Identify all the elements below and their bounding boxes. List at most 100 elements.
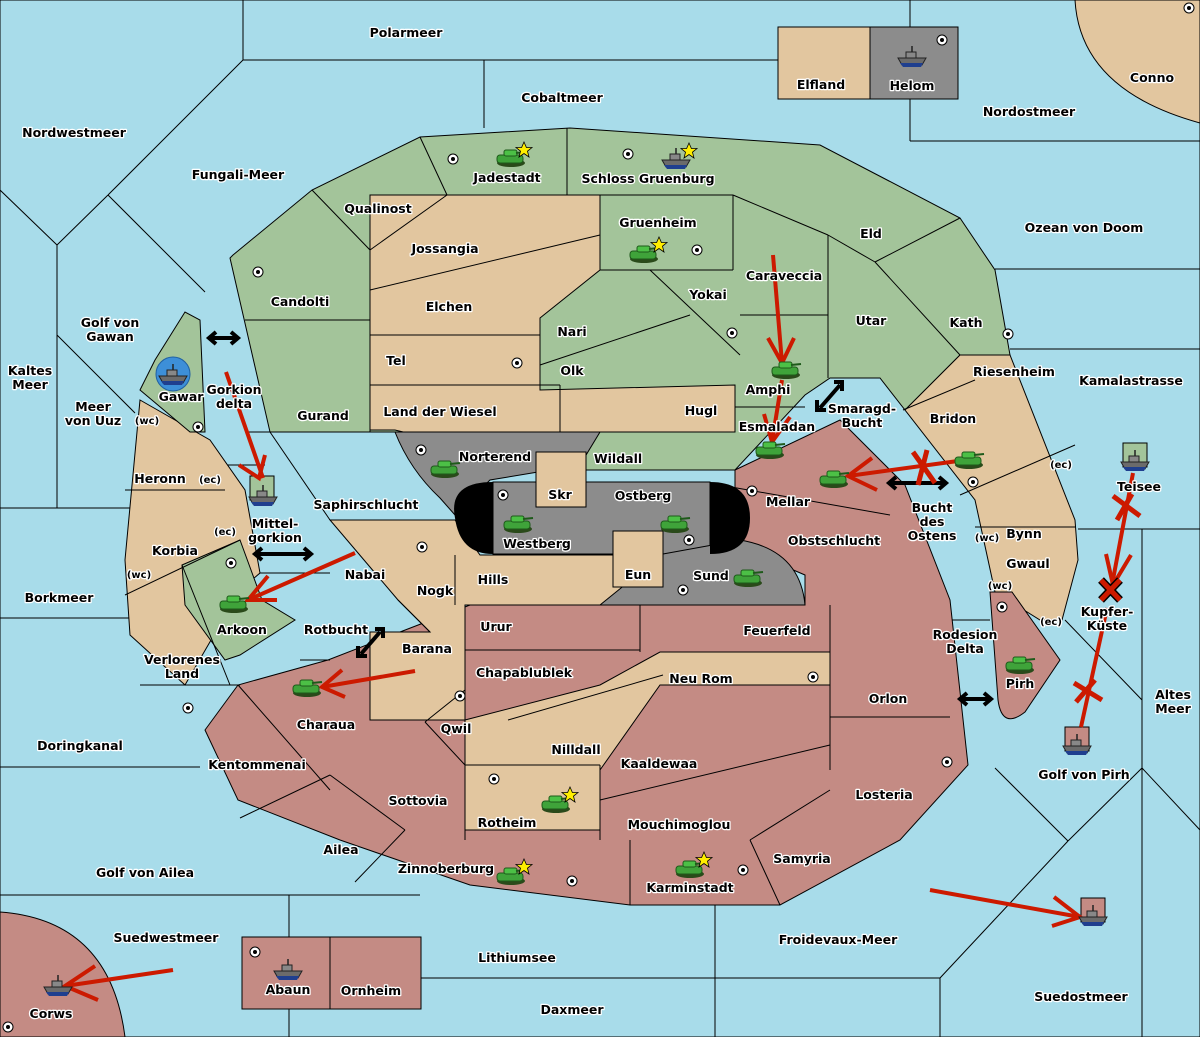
label-rodesion-delta-2: Delta [946, 641, 984, 656]
label-fungali-meer: Fungali-Meer [192, 167, 285, 182]
label-helom: Helom [890, 78, 935, 93]
label-elfland: Elfland [797, 77, 845, 92]
province-conno[interactable] [1074, 0, 1200, 124]
label-jossangia: Jossangia [410, 241, 478, 256]
label-golf-von-pirh: Golf von Pirh [1038, 767, 1129, 782]
double-arrow-icon [956, 691, 995, 707]
province-elfland[interactable] [777, 26, 871, 100]
label-kaaldewaa: Kaaldewaa [621, 756, 698, 771]
label-orlon: Orlon [869, 691, 908, 706]
label-neu-rom: Neu Rom [669, 671, 732, 686]
label-meer-von-uuz-1: Meer [75, 399, 111, 414]
label-pirh: Pirh [1006, 676, 1035, 691]
province-labels: Jadestadt Schloss Gruenburg Qualinost Gr… [28, 69, 1175, 1023]
impassable-west [454, 482, 493, 554]
coast-label: (wc) [127, 570, 151, 581]
label-nabai: Nabai [345, 567, 386, 582]
province-pirh[interactable] [989, 591, 1061, 720]
label-gorkion-delta-2: delta [216, 396, 252, 411]
label-gruenheim: Gruenheim [619, 215, 696, 230]
label-korbia: Korbia [152, 543, 198, 558]
double-arrow-icon [205, 330, 242, 346]
continent [124, 127, 1148, 923]
province-ornheim[interactable] [329, 936, 422, 1010]
label-westberg: Westberg [503, 536, 571, 551]
failed-x-icon [1111, 492, 1142, 522]
double-arrow-icon [815, 380, 844, 412]
label-land-der-wiesel: Land der Wiesel [383, 404, 496, 419]
label-amphi: Amphi [746, 382, 791, 397]
label-zinnoberburg: Zinnoberburg [398, 861, 494, 876]
label-nordwestmeer: Nordwestmeer [22, 125, 127, 140]
label-altes-meer-1: Altes [1155, 687, 1191, 702]
order-arrow [60, 964, 174, 1002]
label-olk: Olk [560, 363, 584, 378]
failed-x-icon [910, 449, 938, 486]
label-samyria: Samyria [773, 851, 831, 866]
label-gwaul: Gwaul [1006, 556, 1049, 571]
label-ailea: Ailea [323, 842, 358, 857]
region-mid-south [464, 651, 831, 831]
label-wildall: Wildall [594, 451, 642, 466]
order-arrow [318, 668, 416, 699]
label-bucht-des-ostens-3: Ostens [908, 528, 957, 543]
failed-x-icon [1072, 678, 1104, 704]
sea-labels: Polarmeer Cobaltmeer Nordwestmeer Fungal… [7, 24, 1193, 1019]
label-utar: Utar [856, 313, 888, 328]
label-bucht-des-ostens-2: des [920, 514, 945, 529]
label-arkoon: Arkoon [217, 622, 267, 637]
label-elchen: Elchen [426, 299, 473, 314]
label-tel: Tel [386, 353, 406, 368]
coast-label: (wc) [988, 581, 1012, 592]
label-bridon: Bridon [930, 411, 976, 426]
coast-label: (wc) [975, 533, 999, 544]
label-sund: Sund [693, 568, 729, 583]
label-losteria: Losteria [855, 787, 912, 802]
label-obstschlucht: Obstschlucht [788, 533, 880, 548]
province-skr[interactable] [535, 451, 587, 508]
label-altes-meer-2: Meer [1155, 701, 1191, 716]
label-schloss-gruenburg: Schloss Gruenburg [581, 171, 714, 186]
label-suedostmeer: Suedostmeer [1034, 989, 1128, 1004]
double-arrow-icon [251, 546, 315, 562]
region-east [904, 354, 1079, 621]
label-hugl: Hugl [685, 403, 718, 418]
label-rotheim: Rotheim [478, 815, 537, 830]
label-candolti: Candolti [271, 294, 330, 309]
label-golf-von-ailea: Golf von Ailea [96, 865, 194, 880]
label-conno: Conno [1130, 70, 1175, 85]
label-karminstadt: Karminstadt [646, 880, 733, 895]
label-heronn: Heronn [134, 471, 186, 486]
canal-arrows [205, 330, 995, 707]
label-mittelgorkion-2: gorkion [248, 530, 302, 545]
province-sund[interactable] [598, 539, 806, 606]
label-feuerfeld: Feuerfeld [743, 623, 810, 638]
province-corws[interactable] [0, 911, 126, 1037]
label-chapablublek: Chapablublek [476, 665, 573, 680]
order-arrow [844, 456, 959, 492]
coast-labels: (wc) (ec) (ec) (wc) (ec) (wc) (wc) (ec) [126, 415, 1074, 630]
label-nilldall: Nilldall [551, 742, 600, 757]
province-eun[interactable] [612, 530, 664, 588]
impassable-east [710, 482, 750, 554]
label-kaltes-meer-1: Kaltes [8, 363, 52, 378]
label-borkmeer: Borkmeer [25, 590, 95, 605]
label-caraveccia: Caraveccia [746, 268, 822, 283]
label-abaun: Abaun [266, 982, 311, 997]
label-gorkion-delta-1: Gorkion [206, 382, 261, 397]
coast-label: (ec) [199, 475, 221, 486]
label-meer-von-uuz-2: von Uuz [65, 413, 121, 428]
label-kupfer-kueste-1: Kupfer- [1081, 604, 1134, 619]
dislodged-x-icon [1098, 577, 1123, 603]
label-hills: Hills [478, 572, 509, 587]
label-saphirschlucht: Saphirschlucht [314, 497, 419, 512]
label-ozean-von-doom: Ozean von Doom [1025, 220, 1144, 235]
label-urur: Urur [480, 619, 512, 634]
label-nari: Nari [557, 324, 586, 339]
label-golf-von-gawan-2: Gawan [86, 329, 134, 344]
label-kamalastrasse: Kamalastrasse [1079, 373, 1183, 388]
order-arrow [1079, 607, 1109, 728]
